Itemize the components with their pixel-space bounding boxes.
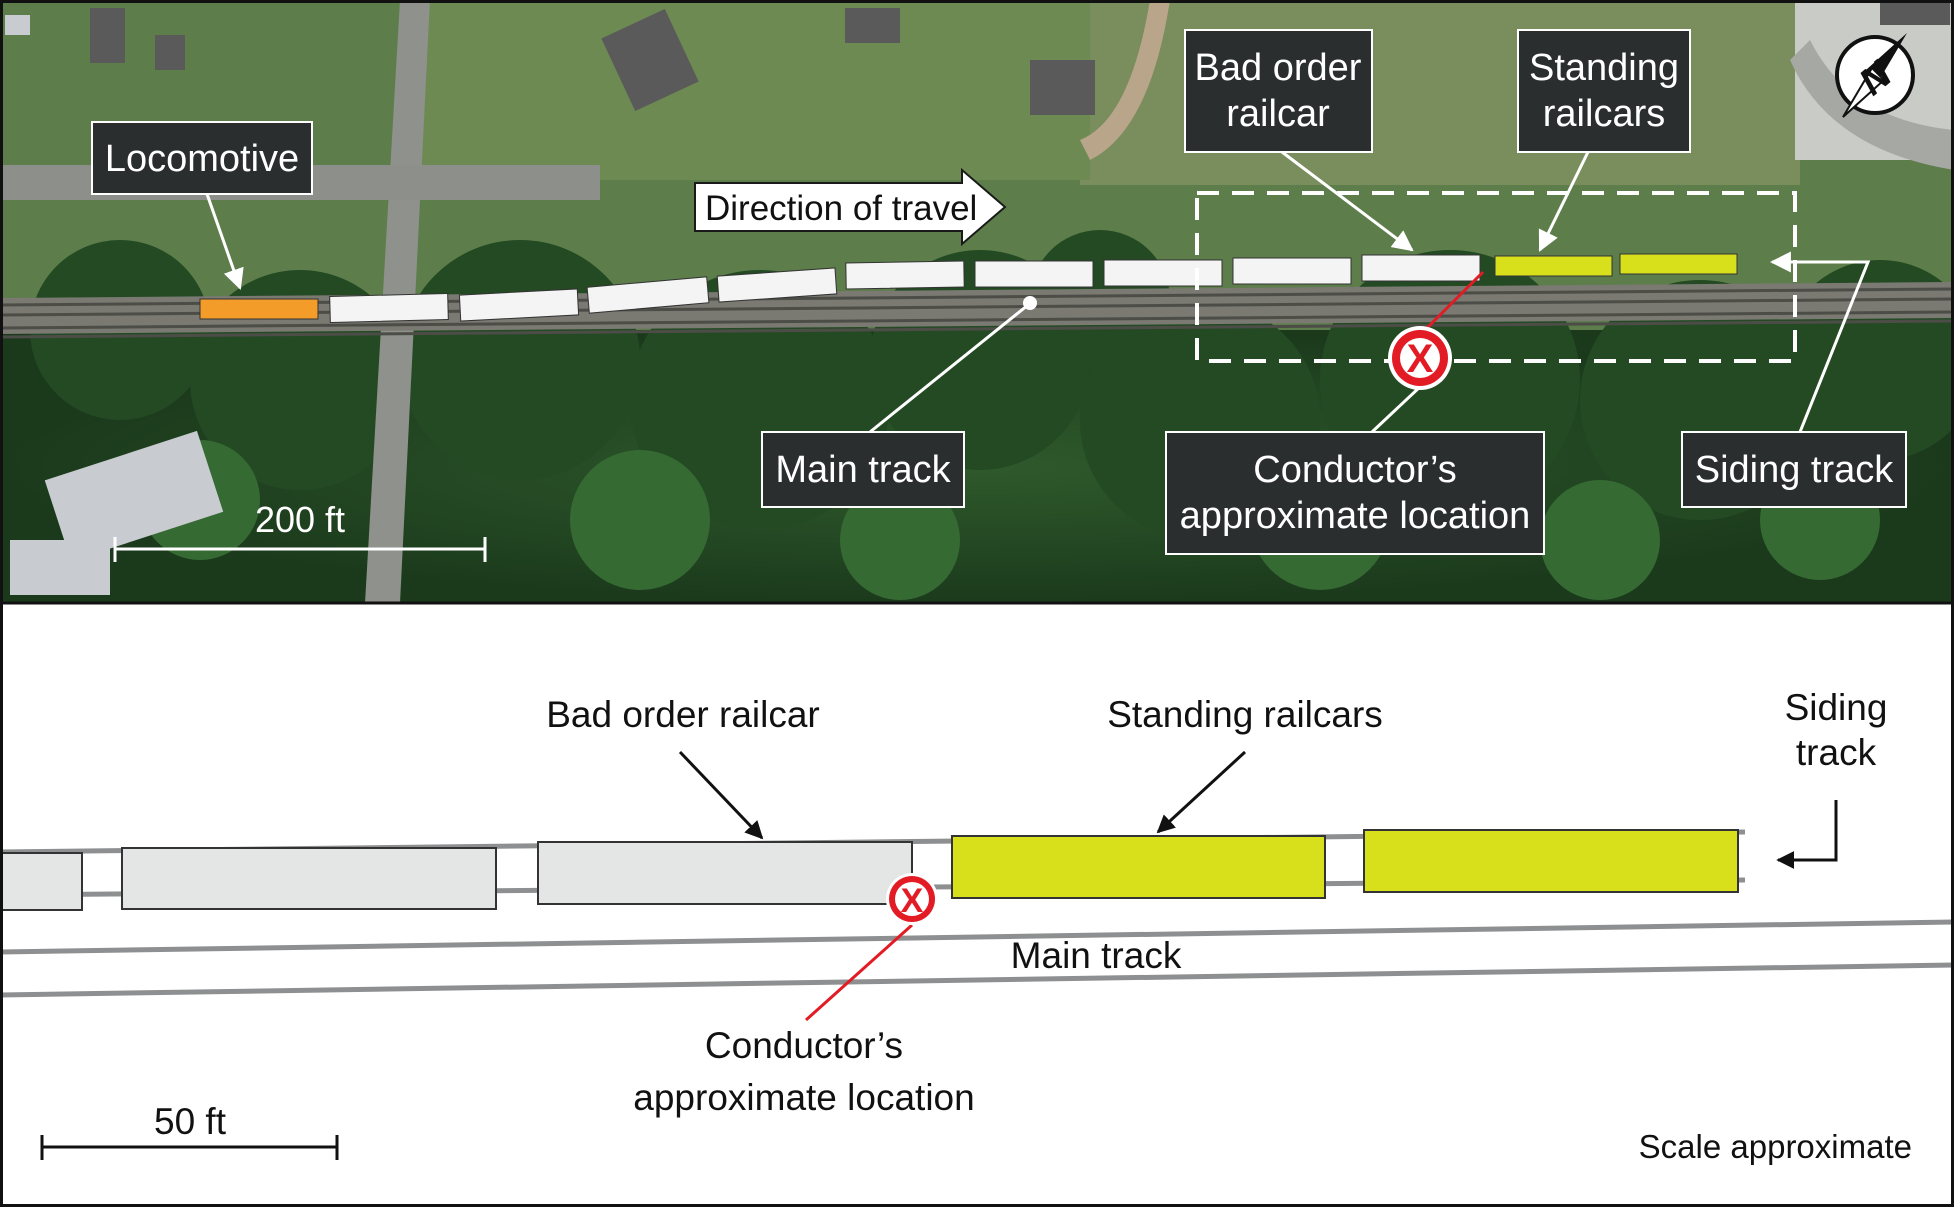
zoom-area-box — [1195, 191, 1797, 363]
svg-text:Direction of travel: Direction of travel — [705, 189, 977, 228]
svg-text:Standing: Standing — [1529, 47, 1679, 89]
label-siding-bottom-2: track — [1796, 732, 1877, 773]
railcar — [586, 276, 710, 314]
callout-standing-bottom — [1156, 750, 1247, 834]
railcar — [974, 260, 1094, 288]
conductor-location-marker-top: X — [1388, 326, 1452, 390]
callout-locomotive — [205, 193, 244, 290]
svg-text:Locomotive: Locomotive — [105, 138, 299, 180]
label-main-track-top: Main track — [761, 431, 965, 508]
label-conductor-bottom-1: Conductor’s — [705, 1025, 903, 1066]
callout-siding-track — [1769, 251, 1871, 433]
label-main-track-bottom: Main track — [1011, 935, 1182, 976]
direction-of-travel-arrow: Direction of travel — [694, 167, 1007, 247]
svg-text:Bad order: Bad order — [1195, 47, 1362, 89]
schematic-panel — [0, 829, 1954, 998]
railcar — [458, 288, 580, 322]
svg-text:railcar: railcar — [1226, 93, 1330, 135]
callout-main-track — [869, 303, 1029, 434]
svg-text:Main track: Main track — [775, 449, 951, 491]
callout-standing — [1538, 151, 1590, 252]
railcar — [329, 292, 449, 324]
callout-bad-order — [1281, 150, 1414, 252]
callout-conductor-top — [1370, 383, 1424, 434]
standing-railcar — [1619, 253, 1738, 275]
label-bad-order-railcar: Bad order railcar — [1184, 29, 1373, 153]
railcar — [716, 267, 838, 303]
bad-order-railcar — [1361, 254, 1481, 282]
svg-text:200 ft: 200 ft — [255, 499, 345, 540]
standing-railcar — [951, 835, 1326, 899]
conductor-location-marker-bottom: X — [886, 873, 938, 925]
locomotive-car — [199, 298, 319, 320]
marker-leader-top — [1418, 270, 1485, 337]
callout-bad-order-bottom — [678, 750, 764, 840]
callout-siding-bottom — [1776, 800, 1838, 869]
label-standing-bottom: Standing railcars — [1107, 694, 1383, 735]
railcar — [121, 847, 497, 910]
label-standing-railcars: Standing railcars — [1517, 29, 1691, 153]
main-track-point — [1023, 296, 1037, 310]
marker-leader-bottom — [804, 923, 914, 1022]
bad-order-railcar — [537, 841, 913, 905]
svg-text:Siding track: Siding track — [1695, 449, 1895, 491]
label-siding-track-top: Siding track — [1681, 431, 1907, 508]
standing-railcar — [1494, 255, 1613, 277]
railcar — [1103, 259, 1223, 287]
label-conductor-bottom-2: approximate location — [633, 1077, 974, 1118]
railcar — [1232, 257, 1352, 285]
compass-north-icon: N — [1835, 33, 1915, 118]
label-bad-order-bottom: Bad order railcar — [546, 694, 820, 735]
svg-text:X: X — [1407, 337, 1434, 381]
scale-bar-bottom: 50 ft — [40, 1101, 339, 1160]
label-locomotive: Locomotive — [91, 121, 313, 195]
svg-text:50 ft: 50 ft — [154, 1101, 227, 1142]
railcar — [0, 852, 83, 911]
standing-railcar — [1363, 829, 1739, 893]
svg-text:X: X — [901, 882, 924, 920]
label-siding-bottom-1: Siding — [1785, 687, 1888, 728]
svg-text:approximate location: approximate location — [1180, 495, 1531, 537]
railcar — [845, 260, 965, 290]
scale-approximate-note: Scale approximate — [1639, 1128, 1912, 1165]
svg-text:railcars: railcars — [1543, 93, 1665, 135]
svg-text:Conductor’s: Conductor’s — [1253, 449, 1457, 491]
label-conductor-top: Conductor’s approximate location — [1165, 431, 1545, 555]
train-consist-top — [199, 253, 1738, 324]
scale-bar-top: 200 ft — [113, 499, 487, 562]
